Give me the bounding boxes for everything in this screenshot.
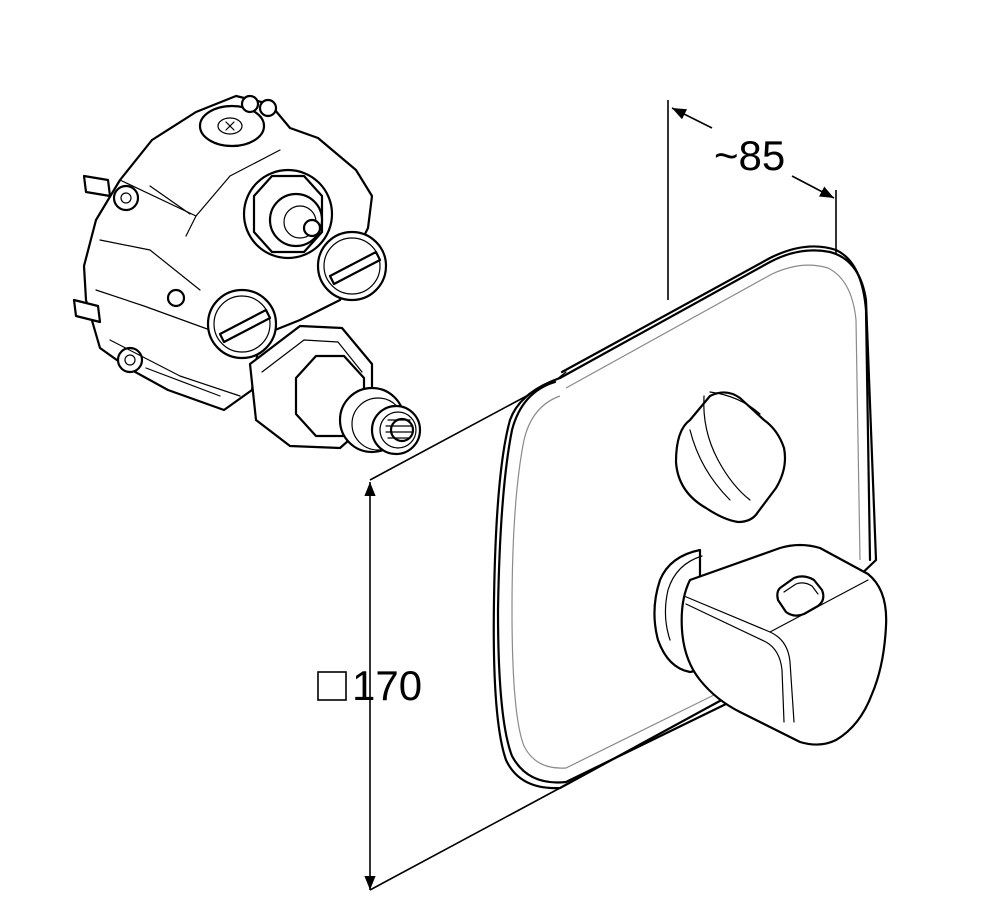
square-symbol-icon bbox=[317, 671, 347, 701]
valve-body bbox=[72, 94, 422, 456]
diverter-knob bbox=[674, 391, 787, 524]
size-label: 170 bbox=[352, 662, 422, 709]
depth-label: ~85 bbox=[714, 132, 785, 179]
thermostat-handle bbox=[653, 543, 888, 746]
cover-plate bbox=[492, 245, 878, 790]
